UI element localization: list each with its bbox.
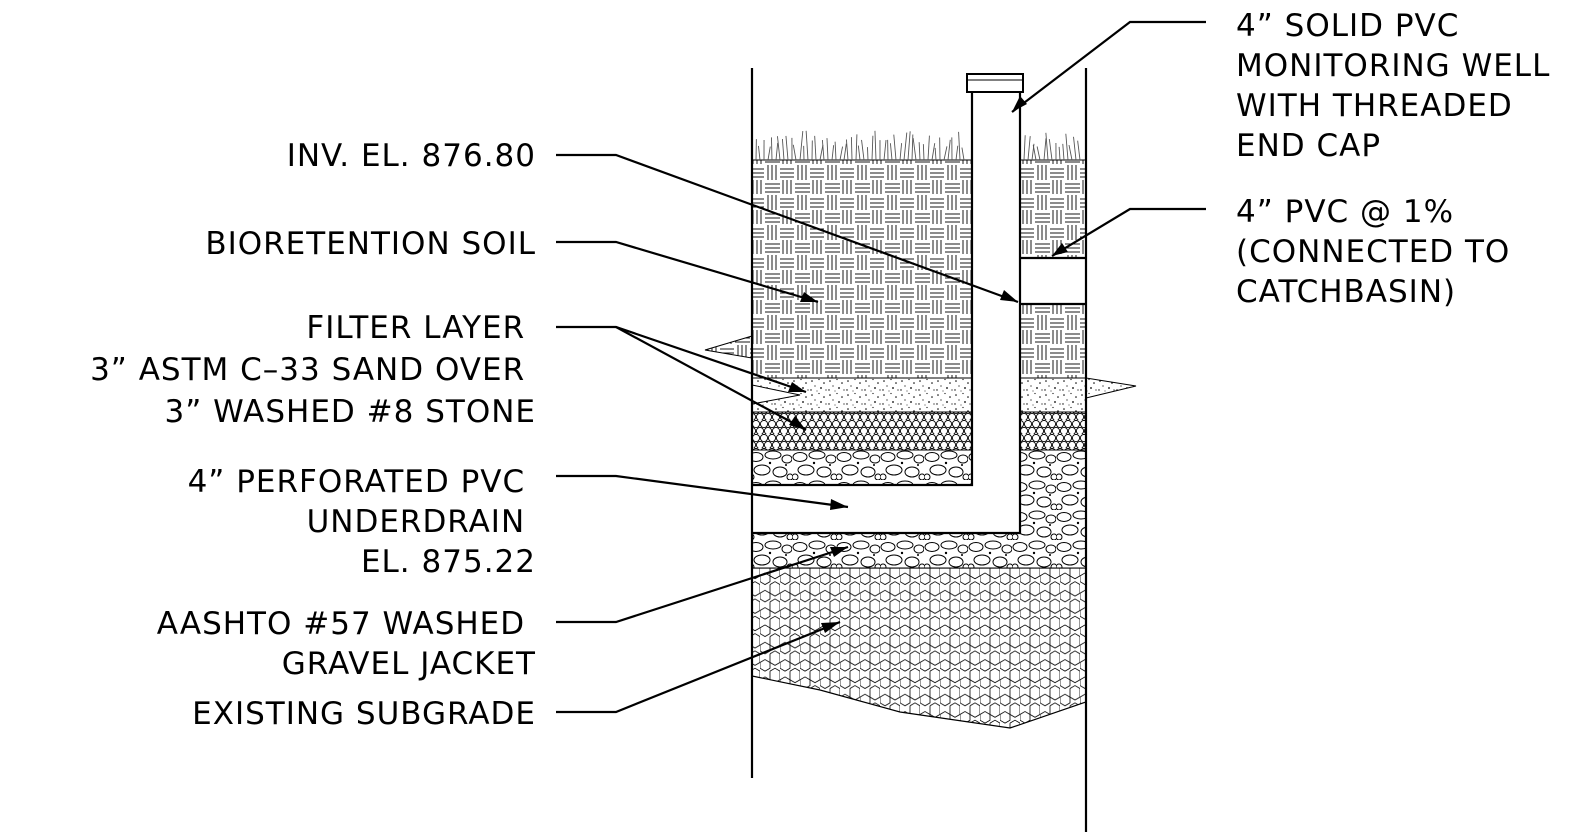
label-bioretention-soil: BIORETENTION SOIL	[205, 226, 536, 262]
leader-filter-2	[615, 326, 807, 431]
pipes	[752, 73, 1086, 535]
monitoring-well-pipe	[752, 92, 974, 487]
label-monitoring-well: 4” SOLID PVC MONITORING WELL WITH THREAD…	[1236, 8, 1561, 164]
leader-soil	[556, 240, 819, 304]
gravel-jacket-bottom	[752, 533, 1086, 568]
sand-layer-right	[1020, 378, 1136, 412]
label-inv-el: INV. EL. 876.80	[287, 138, 536, 174]
label-existing-subgrade: EXISTING SUBGRADE	[192, 696, 536, 732]
gravel-jacket-left	[752, 450, 972, 485]
gravel-jacket-right	[1020, 450, 1086, 533]
leader-well	[1011, 20, 1206, 113]
right-labels: 4” SOLID PVC MONITORING WELL WITH THREAD…	[1236, 8, 1561, 310]
arrow-pvc	[1052, 243, 1068, 256]
arrow-filter-2	[789, 416, 806, 430]
sand-layer-left	[752, 378, 972, 412]
label-filter-layer: FILTER LAYER 3” ASTM C–33 SAND OVER 3” W…	[90, 310, 536, 430]
arrow-underdrain	[830, 499, 848, 510]
leader-inv	[556, 153, 1019, 304]
leader-underdrain	[556, 474, 849, 509]
label-perforated-underdrain: 4” PERFORATED PVC UNDERDRAIN EL. 875.22	[188, 464, 536, 580]
arrow-soil	[800, 292, 818, 302]
label-gravel-jacket: AASHTO #57 WASHED GRAVEL JACKET	[157, 606, 536, 682]
leader-subgrade	[556, 620, 841, 714]
break-lines	[704, 159, 1137, 569]
washed-stone-layer-left	[752, 412, 972, 450]
threaded-end-cap	[966, 73, 1024, 93]
arrow-filter	[788, 382, 806, 392]
arrow-inv	[1000, 290, 1018, 302]
leader-lines	[556, 20, 1206, 714]
leader-pvc	[1051, 207, 1206, 257]
label-outlet-pvc: 4” PVC @ 1% (CONNECTED TO CATCHBASIN)	[1236, 194, 1521, 310]
grass-surface	[755, 130, 1081, 161]
arrow-subgrade	[821, 622, 840, 633]
washed-stone-layer-right	[1020, 412, 1086, 450]
arrow-gravel	[830, 547, 848, 557]
existing-subgrade-layer	[751, 567, 1087, 729]
bioretention-soil-left	[705, 160, 972, 378]
left-labels: INV. EL. 876.80 BIORETENTION SOIL FILTER…	[90, 138, 536, 732]
leader-gravel	[556, 545, 849, 624]
arrow-well	[1012, 96, 1027, 112]
